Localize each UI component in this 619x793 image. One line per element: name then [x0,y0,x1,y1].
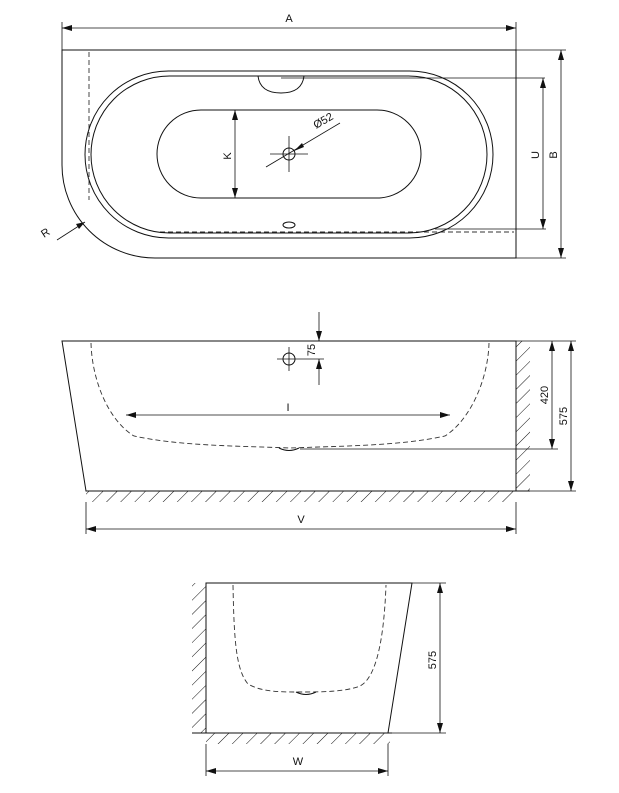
dimension-k: K [222,110,238,198]
floor-hatch-side [86,491,516,502]
dimension-inner-depth: 420 [300,340,558,450]
basin-floor [156,109,422,199]
dimension-r: R [39,221,86,241]
dimension-total-height-side: 575 [530,340,576,492]
label-k: K [222,152,234,160]
drain-outlet-side [278,447,300,451]
dimension-u: U [435,78,546,230]
wall-hatch-right [516,341,530,491]
label-a: A [285,13,293,25]
side-view: 75 I 420 575 [61,312,576,534]
wall-hatch-left [192,583,206,733]
dimension-a: A [61,13,517,50]
label-i: I [286,402,289,414]
overflow-recess [257,75,305,94]
basin-rim-inner [90,75,488,234]
label-drain-diameter: Ø52 [312,111,336,132]
basin-profile-end [232,584,387,693]
label-b: B [548,151,560,158]
dimension-i: I [126,402,450,418]
tub-outline-end [205,582,413,734]
label-inner-depth: 420 [539,386,551,404]
label-total-height-side: 575 [558,407,570,425]
top-view: A Ø52 K [39,13,566,259]
label-total-height-end: 575 [427,651,439,669]
label-overflow-height: 75 [306,344,318,356]
drain-symbol: Ø52 [265,111,341,172]
label-u: U [530,151,542,159]
basin-rim-outer [84,70,494,239]
dimension-total-height-end: 575 [392,582,446,734]
dimension-overflow: 75 [277,312,324,385]
end-view: 575 W [192,582,446,776]
dimension-v: V [85,502,517,534]
tub-outline-top [61,49,517,259]
label-w: W [293,756,304,768]
dimension-w: W [205,744,389,776]
label-r: R [39,226,52,240]
floor-hatch-end [206,733,390,744]
tub-outline-side [61,340,517,492]
label-v: V [297,514,305,526]
basin-profile-side [90,342,490,449]
secondary-drain [282,221,296,229]
dimension-b: B [516,49,566,259]
drain-outlet-end [295,691,317,695]
